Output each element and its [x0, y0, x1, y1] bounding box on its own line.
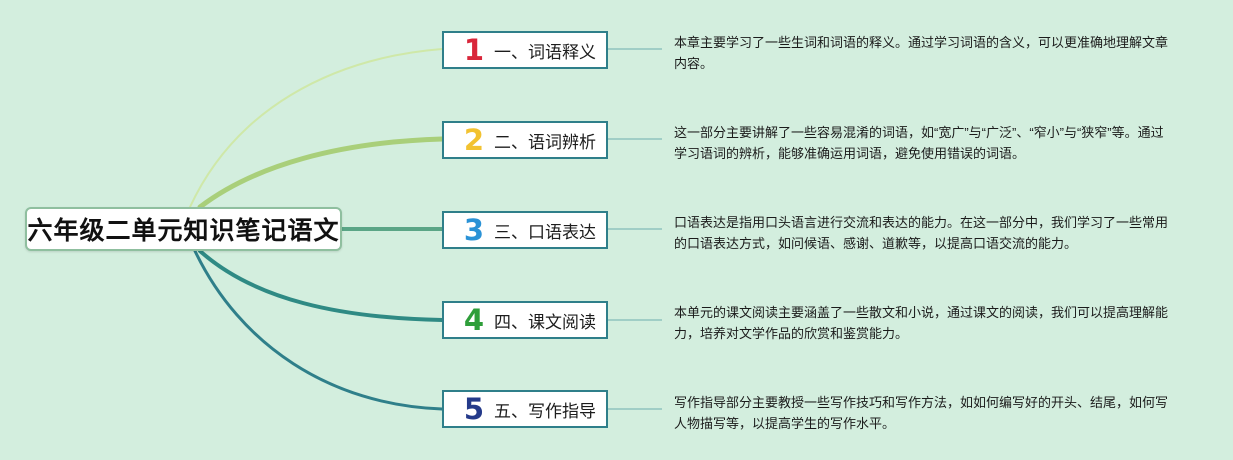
- branch-label: 一、词语释义: [494, 42, 596, 62]
- branch-label: 二、语词辨析: [494, 132, 596, 152]
- connector-curve-4: [198, 249, 444, 322]
- description-oral-expression: 口语表达是指用口头语言进行交流和表达的能力。在这一部分中，我们学习了一些常用的口…: [674, 215, 1169, 251]
- root-topic: 六年级二单元知识笔记语文: [25, 207, 342, 251]
- branch-writing-guidance[interactable]: 5 五、写作指导: [442, 390, 608, 428]
- branch-oral-expression[interactable]: 3 三、口语表达: [442, 211, 608, 249]
- connector-curve-1: [189, 48, 443, 208]
- description-writing-guidance: 写作指导部分主要教授一些写作技巧和写作方法，如如何编写好的开头、结尾，如何写人物…: [674, 395, 1169, 431]
- number-5-badge: 5: [463, 392, 485, 426]
- description-text-reading: 本单元的课文阅读主要涵盖了一些散文和小说，通过课文的阅读，我们可以提高理解能力，…: [674, 305, 1169, 341]
- branch-word-distinction[interactable]: 2 二、语词辨析: [442, 121, 608, 159]
- connector-curve-5: [193, 249, 444, 411]
- branch-label: 三、口语表达: [494, 222, 596, 242]
- number-3-badge: 3: [463, 213, 485, 247]
- description-word-distinction: 这一部分主要讲解了一些容易混淆的词语，如“宽广”与“广泛”、“窄小”与“狭窄”等…: [674, 125, 1164, 161]
- description-word-meanings: 本章主要学习了一些生词和词语的释义。通过学习词语的含义，可以更准确地理解文章内容…: [674, 35, 1169, 71]
- connector-curve-2: [197, 136, 445, 210]
- branch-word-meanings[interactable]: 1 一、词语释义: [442, 31, 608, 69]
- branch-text-reading[interactable]: 4 四、课文阅读: [442, 301, 608, 339]
- number-2-badge: 2: [463, 123, 485, 157]
- number-1-badge: 1: [463, 33, 485, 67]
- branch-label: 四、课文阅读: [494, 312, 596, 332]
- number-4-badge: 4: [463, 303, 485, 337]
- branch-label: 五、写作指导: [494, 401, 596, 421]
